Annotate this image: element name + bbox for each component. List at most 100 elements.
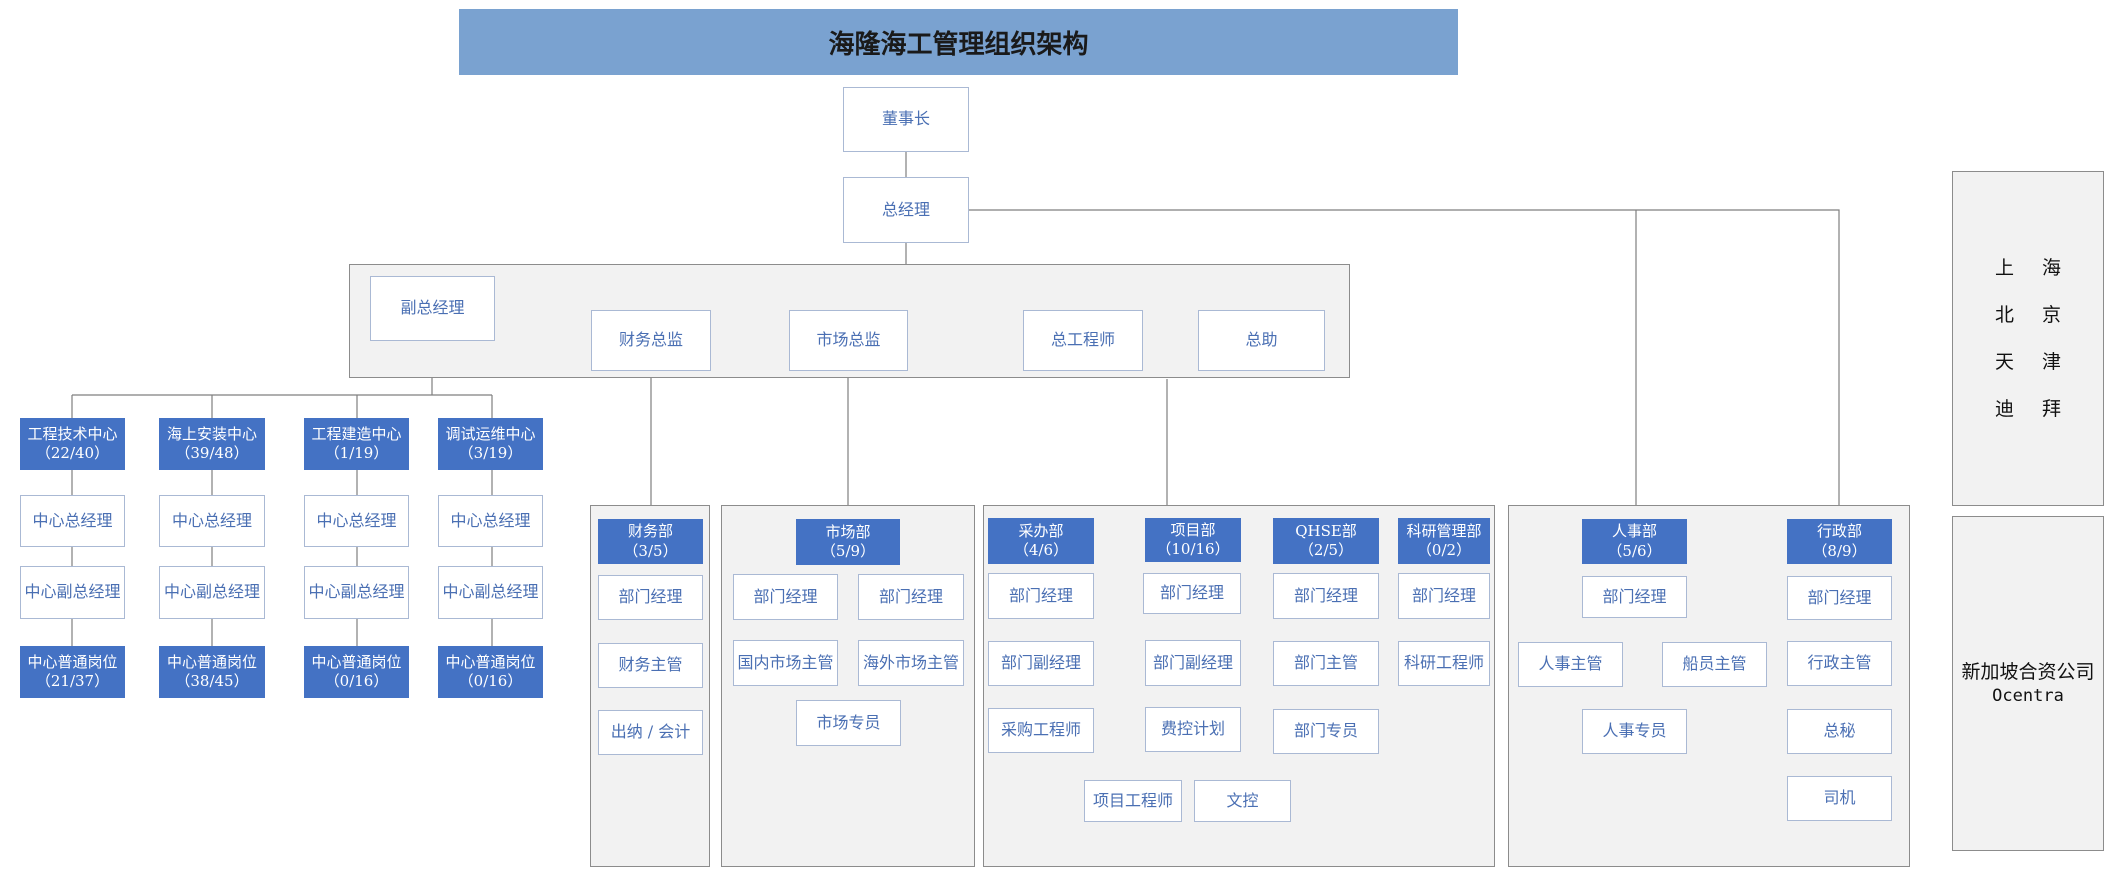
post-count: （38/45） <box>175 672 249 690</box>
dept-name: 项目部 <box>1170 520 1216 539</box>
cfo-box: 财务总监 <box>591 310 711 371</box>
center-post-box: 中心普通岗位 （0/16） <box>304 646 409 698</box>
center-name: 工程建造中心 <box>311 424 402 443</box>
center-post-box: 中心普通岗位 （0/16） <box>438 646 543 698</box>
qhse-manager-box: 部门经理 <box>1273 573 1379 619</box>
research-dept-header: 科研管理部 （0/2） <box>1398 518 1490 564</box>
crew-supervisor-box: 船员主管 <box>1662 642 1767 687</box>
admin-supervisor-box: 行政主管 <box>1787 641 1892 686</box>
finance-supervisor-box: 财务主管 <box>598 643 703 688</box>
dept-count: （5/9） <box>820 542 876 560</box>
center-name: 海上安装中心 <box>166 424 257 443</box>
dept-count: （8/9） <box>1812 541 1867 560</box>
city-beijing: 北 京 <box>1994 303 2062 326</box>
document-control-box: 文控 <box>1194 780 1291 822</box>
market-dept-header: 市场部 （5/9） <box>796 519 900 565</box>
qhse-dept-header: QHSE部 （2/5） <box>1273 518 1379 564</box>
dept-name: 行政部 <box>1816 522 1862 540</box>
market-specialist-box: 市场专员 <box>796 700 901 746</box>
post-name: 中心普通岗位 <box>27 652 118 671</box>
center-count: （3/19） <box>458 444 523 462</box>
chart-title: 海隆海工管理组织架构 <box>459 9 1458 75</box>
overseas-market-box: 海外市场主管 <box>858 640 964 686</box>
deputy-gm-box: 副总经理 <box>370 276 495 341</box>
post-count: （0/16） <box>458 672 523 690</box>
center-name: 工程技术中心 <box>27 424 118 443</box>
dept-name: QHSE部 <box>1295 521 1357 540</box>
dept-name: 采办部 <box>1018 521 1064 540</box>
dept-name: 财务部 <box>627 522 673 540</box>
cost-control-box: 费控计划 <box>1145 707 1241 752</box>
center-construction: 工程建造中心 （1/19） <box>304 418 409 470</box>
procurement-deputy-box: 部门副经理 <box>988 641 1094 686</box>
dept-count: （0/2） <box>1416 541 1472 559</box>
center-post-box: 中心普通岗位 （21/37） <box>20 646 125 698</box>
driver-box: 司机 <box>1787 776 1892 821</box>
market-panel <box>721 505 975 867</box>
procurement-dept-header: 采办部 （4/6） <box>988 518 1094 564</box>
cashier-accountant-box: 出纳 / 会计 <box>598 710 703 755</box>
post-name: 中心普通岗位 <box>311 652 402 671</box>
procurement-manager-box: 部门经理 <box>988 573 1094 619</box>
dept-name: 科研管理部 <box>1406 521 1482 540</box>
city-dubai: 迪 拜 <box>1994 397 2062 420</box>
project-dept-header: 项目部 （10/16） <box>1145 518 1241 562</box>
chief-engineer-box: 总工程师 <box>1023 310 1143 371</box>
city-shanghai: 上 海 <box>1994 256 2062 279</box>
center-deputy-box: 中心副总经理 <box>304 566 409 619</box>
domestic-market-box: 国内市场主管 <box>733 640 838 686</box>
dept-count: （2/5） <box>1298 541 1354 559</box>
project-deputy-box: 部门副经理 <box>1145 640 1241 686</box>
center-deputy-box: 中心副总经理 <box>20 566 125 619</box>
company-panel: 新加坡合资公司 Ocentra <box>1952 516 2104 851</box>
center-manager-box: 中心总经理 <box>20 495 125 547</box>
center-manager-box: 中心总经理 <box>304 495 409 547</box>
finance-dept-header: 财务部 （3/5） <box>598 519 703 564</box>
center-manager-box: 中心总经理 <box>159 495 265 547</box>
project-manager-box: 部门经理 <box>1143 573 1241 614</box>
dept-count: （10/16） <box>1156 540 1230 558</box>
project-engineer-box: 项目工程师 <box>1084 780 1182 822</box>
center-offshore-install: 海上安装中心 （39/48） <box>159 418 265 470</box>
center-deputy-box: 中心副总经理 <box>438 566 543 619</box>
company-cn-name: 新加坡合资公司 <box>1961 660 2095 683</box>
cmo-box: 市场总监 <box>789 310 908 371</box>
research-manager-box: 部门经理 <box>1398 573 1490 619</box>
center-count: （39/48） <box>175 444 249 462</box>
admin-manager-box: 部门经理 <box>1787 576 1892 620</box>
gm-box: 总经理 <box>843 177 969 243</box>
research-engineer-box: 科研工程师 <box>1398 641 1490 686</box>
hr-specialist-box: 人事专员 <box>1582 709 1687 754</box>
market-manager-left-box: 部门经理 <box>733 574 838 620</box>
company-en-name: Ocentra <box>1992 685 2064 706</box>
purchasing-engineer-box: 采购工程师 <box>988 708 1094 753</box>
center-deputy-box: 中心副总经理 <box>159 566 265 619</box>
dept-count: （3/5） <box>623 541 678 560</box>
center-count: （22/40） <box>35 444 110 462</box>
center-engineering-tech: 工程技术中心 （22/40） <box>20 418 125 470</box>
market-manager-right-box: 部门经理 <box>858 574 964 620</box>
post-count: （0/16） <box>324 672 389 690</box>
center-commissioning: 调试运维中心 （3/19） <box>438 418 543 470</box>
post-count: （21/37） <box>35 672 110 690</box>
dept-count: （5/6） <box>1607 541 1662 560</box>
hr-manager-box: 部门经理 <box>1582 576 1687 618</box>
qhse-supervisor-box: 部门主管 <box>1273 641 1379 686</box>
chairman-box: 董事长 <box>843 87 969 152</box>
post-name: 中心普通岗位 <box>166 652 257 671</box>
qhse-specialist-box: 部门专员 <box>1273 709 1379 754</box>
city-tianjin: 天 津 <box>1994 350 2062 373</box>
finance-manager-box: 部门经理 <box>598 575 703 620</box>
general-secretary-box: 总秘 <box>1787 709 1892 754</box>
dept-name: 人事部 <box>1611 522 1657 540</box>
city-panel: 上 海 北 京 天 津 迪 拜 <box>1952 171 2104 506</box>
dept-count: （4/6） <box>1013 541 1069 559</box>
center-manager-box: 中心总经理 <box>438 495 543 547</box>
center-count: （1/19） <box>324 444 389 462</box>
center-name: 调试运维中心 <box>445 424 536 443</box>
admin-dept-header: 行政部 （8/9） <box>1787 519 1892 564</box>
assistant-box: 总助 <box>1198 310 1325 371</box>
hr-dept-header: 人事部 （5/6） <box>1582 519 1687 564</box>
hr-supervisor-box: 人事主管 <box>1518 642 1623 687</box>
